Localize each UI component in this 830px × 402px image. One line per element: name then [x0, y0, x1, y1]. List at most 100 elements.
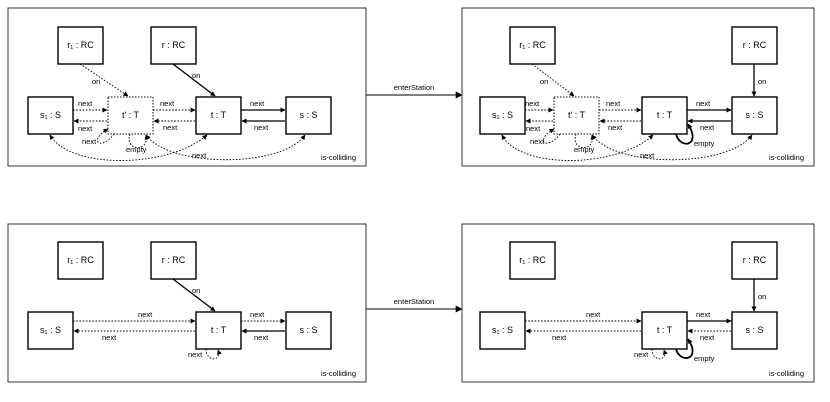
transition-arrow-bottom: enterStation [366, 297, 463, 313]
svg-text:on: on [758, 77, 766, 86]
svg-text:t : T: t : T [211, 325, 227, 335]
svg-text:next: next [78, 99, 93, 108]
svg-text:s₁ : S: s₁ : S [492, 325, 513, 335]
edge-tprime-s-curve: next [145, 134, 306, 161]
transition-arrow-top: enterStation [366, 83, 463, 99]
transition-label: enterStation [394, 297, 434, 306]
edge-t-next-s: next [241, 99, 286, 113]
svg-text:on: on [192, 286, 200, 295]
svg-text:next: next [102, 333, 117, 342]
node-s: s : S [731, 311, 778, 350]
svg-text:next: next [163, 123, 178, 132]
svg-text:next: next [640, 151, 655, 160]
edge-t-next-tprime: next [599, 118, 641, 132]
transition-label: enterStation [394, 83, 434, 92]
svg-text:s : S: s : S [745, 325, 763, 335]
edge-t-empty-loop: empty [675, 338, 715, 363]
graph-panel-after-bottom: is-colliding r₁ : RC r : RC s₁ : S t : T… [461, 223, 815, 383]
node-s: s : S [731, 96, 778, 135]
frame-label: is-colliding [321, 369, 356, 378]
edge-r-on-s: on [751, 279, 766, 312]
svg-text:next: next [552, 333, 567, 342]
edge-r-on-s: on [751, 64, 766, 97]
node-s: s : S [285, 311, 332, 350]
edge-s1-next-tprime: next [525, 99, 554, 113]
svg-text:empty: empty [126, 145, 147, 154]
svg-text:r : RC: r : RC [162, 40, 186, 50]
svg-text:s : S: s : S [299, 325, 317, 335]
svg-text:r : RC: r : RC [743, 40, 767, 50]
node-r: r : RC [731, 241, 778, 280]
node-r: r : RC [150, 26, 197, 65]
svg-text:next: next [608, 123, 623, 132]
edge-r-on-t: on [172, 63, 216, 97]
svg-text:r₁ : RC: r₁ : RC [519, 255, 546, 265]
node-s1: s₁ : S [27, 311, 74, 350]
svg-text:r : RC: r : RC [743, 255, 767, 265]
edge-t-next-s: next [687, 99, 732, 113]
svg-text:s₁ : S: s₁ : S [40, 325, 61, 335]
svg-text:next: next [188, 350, 203, 359]
svg-text:t : T: t : T [657, 325, 673, 335]
svg-text:next: next [254, 333, 269, 342]
graph-panel-after-top: is-colliding r₁ : RC r : RC s₁ : S t' : … [461, 7, 815, 167]
svg-text:next: next [82, 137, 97, 146]
node-s1: s₁ : S [479, 96, 526, 135]
edge-r-on-t: on [172, 278, 216, 312]
svg-text:s : S: s : S [745, 110, 763, 120]
edge-s-next-t: next [687, 118, 731, 132]
svg-text:next: next [606, 99, 621, 108]
svg-text:on: on [758, 292, 766, 301]
node-t-prime: t' : T [107, 96, 154, 135]
edge-s-next-t: next [241, 328, 285, 342]
svg-text:next: next [160, 99, 175, 108]
svg-text:next: next [138, 310, 153, 319]
graph-panel-before-bottom: is-colliding r₁ : RC r : RC s₁ : S t : T… [7, 223, 367, 383]
svg-text:next: next [700, 333, 715, 342]
svg-text:next: next [250, 99, 265, 108]
svg-text:t' : T: t' : T [568, 110, 586, 120]
svg-text:on: on [540, 77, 548, 86]
edge-t-next-loop: next [188, 348, 222, 360]
edge-tprime-next-t: next [599, 99, 642, 113]
svg-text:t : T: t : T [657, 110, 673, 120]
svg-text:next: next [696, 99, 711, 108]
node-r1: r₁ : RC [57, 241, 104, 280]
node-s1: s₁ : S [479, 311, 526, 350]
svg-text:next: next [78, 124, 93, 133]
edge-t-next-s: next [687, 310, 732, 324]
svg-text:s₁ : S: s₁ : S [492, 110, 513, 120]
svg-text:next: next [634, 350, 649, 359]
svg-text:r₁ : RC: r₁ : RC [67, 40, 94, 50]
edge-tprime-next-s1: next [525, 118, 553, 133]
node-s1: s₁ : S [27, 96, 74, 135]
svg-text:next: next [700, 123, 715, 132]
svg-text:next: next [586, 310, 601, 319]
edge-t-next-s1: next [525, 328, 641, 342]
edge-s-next-t: next [241, 118, 285, 132]
svg-text:next: next [192, 151, 207, 160]
frame-label: is-colliding [321, 153, 356, 162]
edge-tprime-next-t: next [153, 99, 196, 113]
node-t: t : T [641, 311, 688, 350]
edge-s1-t-curve [49, 134, 208, 161]
node-r1: r₁ : RC [509, 26, 556, 65]
svg-text:next: next [250, 310, 265, 319]
node-s: s : S [285, 96, 332, 135]
edge-tprime-s-curve: next [591, 134, 753, 161]
svg-text:r₁ : RC: r₁ : RC [519, 40, 546, 50]
edge-t-next-loop: next [634, 348, 668, 360]
svg-text:r₁ : RC: r₁ : RC [67, 255, 94, 265]
svg-text:next: next [696, 310, 711, 319]
svg-text:next: next [526, 124, 541, 133]
svg-text:on: on [192, 71, 200, 80]
edge-t-next-s1: next [73, 328, 195, 342]
svg-text:s : S: s : S [299, 110, 317, 120]
svg-text:next: next [525, 99, 540, 108]
svg-text:next: next [530, 137, 545, 146]
frame-label: is-colliding [769, 369, 804, 378]
edge-tprime-next-s1: next [73, 118, 107, 133]
graph-panel-before-top: is-colliding r₁ : RC r : RC s₁ : S t' : … [7, 7, 367, 167]
edge-r1-on-tprime: on [531, 63, 575, 97]
